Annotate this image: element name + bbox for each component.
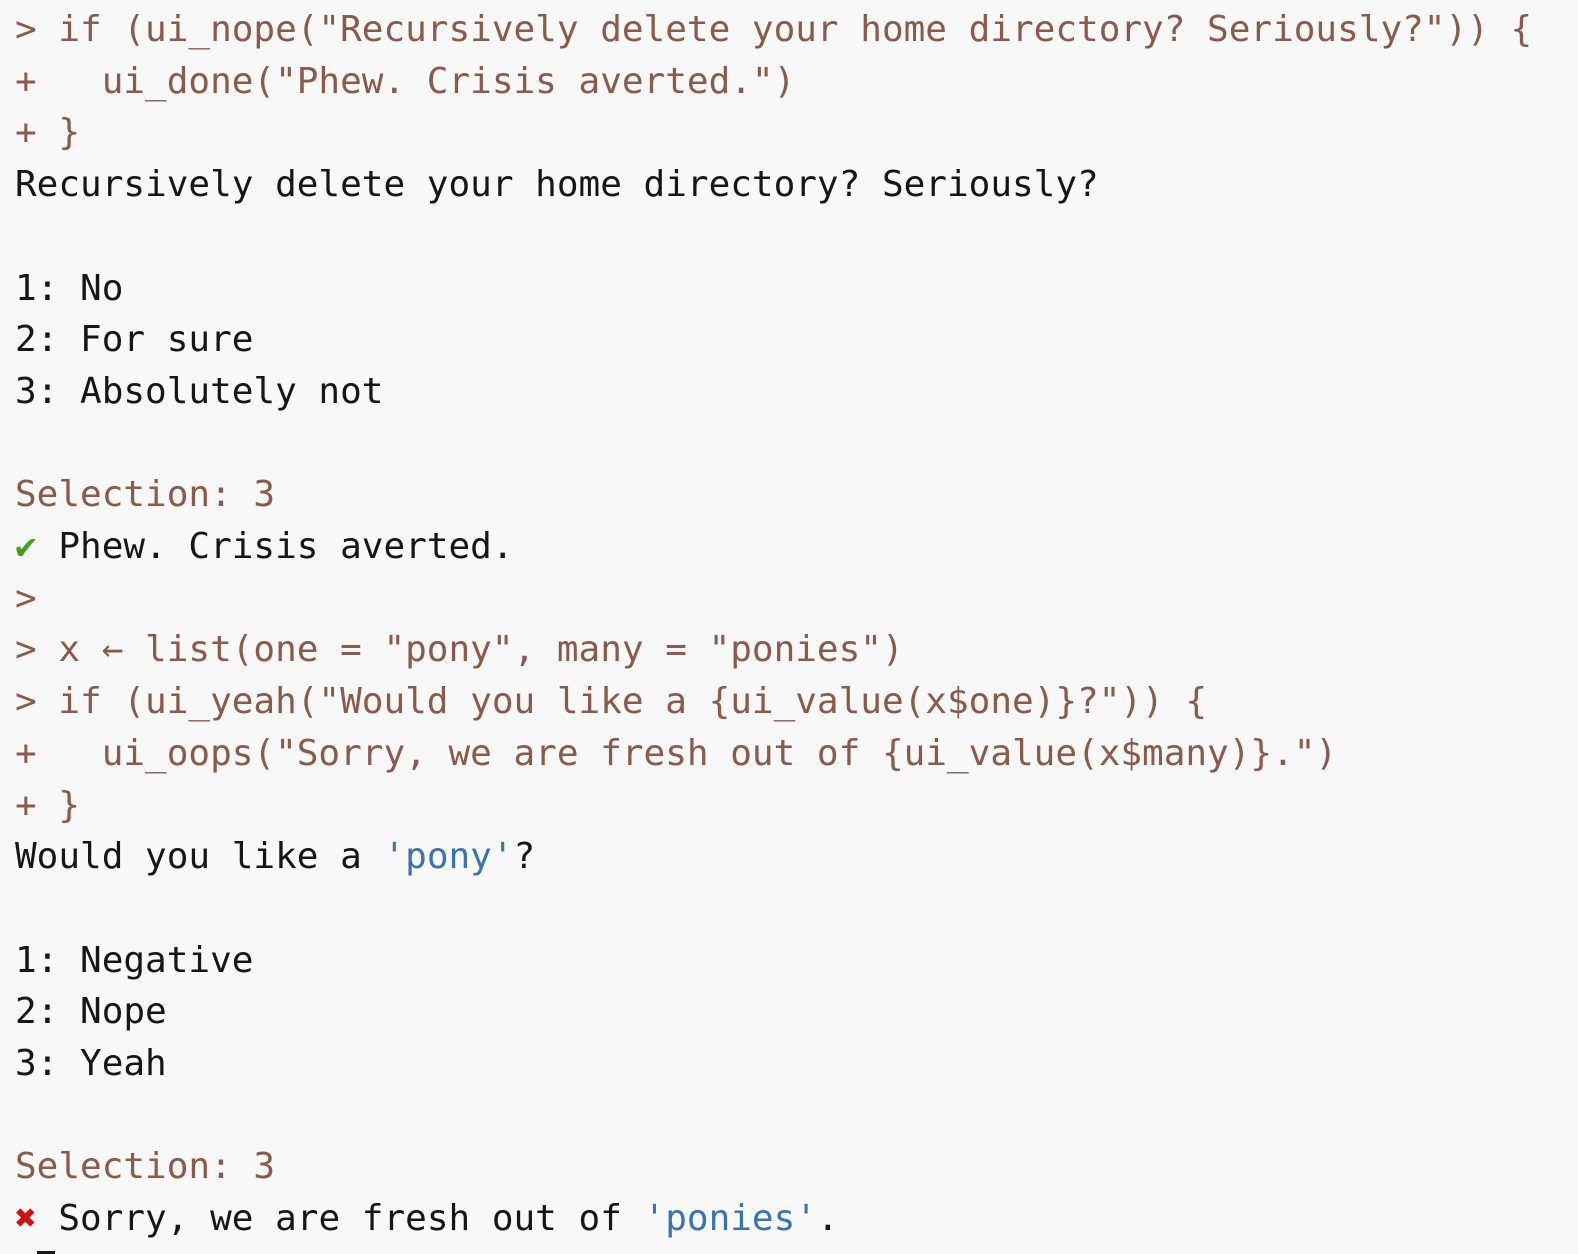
- console-input-text: + ui_oops("Sorry, we are fresh out of {u…: [15, 732, 1338, 774]
- console-line: > if (ui_nope("Recursively delete your h…: [15, 4, 1578, 56]
- console-input-text: >: [15, 577, 37, 619]
- console-line: [15, 1090, 1578, 1142]
- console-output-text: Would you like a: [15, 836, 384, 878]
- console-input-text: Selection: 3: [15, 474, 276, 516]
- console-line: > if (ui_yeah("Would you like a {ui_valu…: [15, 676, 1578, 728]
- console-line: 1: No: [15, 263, 1578, 315]
- success-check-icon: ✔: [15, 526, 37, 567]
- console-output-text: 2: For sure: [15, 319, 254, 361]
- console-input-text: + }: [15, 112, 81, 154]
- console-line: Selection: 3: [15, 469, 1578, 521]
- console-output-text: Sorry, we are fresh out of: [36, 1198, 644, 1240]
- text-cursor: [36, 1250, 55, 1254]
- console-line: + ui_oops("Sorry, we are fresh out of {u…: [15, 728, 1578, 780]
- console-line: 3: Yeah: [15, 1038, 1578, 1090]
- console-input-text: Selection: 3: [15, 1146, 276, 1188]
- console-line: Would you like a 'pony'?: [15, 831, 1578, 883]
- console-output-text: 1: Negative: [15, 939, 254, 981]
- console-line: [15, 418, 1578, 470]
- console-line: 2: For sure: [15, 314, 1578, 366]
- console-line: [15, 1245, 1578, 1254]
- console-line: [15, 883, 1578, 935]
- console-output-text: Recursively delete your home directory? …: [15, 164, 1099, 206]
- error-cross-icon: ✖: [15, 1198, 37, 1240]
- console-output-text: [15, 1250, 37, 1254]
- console-line: > x ← list(one = "pony", many = "ponies"…: [15, 624, 1578, 676]
- console-line: >: [15, 573, 1578, 625]
- console-line: 2: Nope: [15, 986, 1578, 1038]
- console-line: 3: Absolutely not: [15, 366, 1578, 418]
- console-input-text: + }: [15, 784, 81, 826]
- inline-value-text: 'pony': [383, 836, 514, 878]
- console-output-text: 1: No: [15, 267, 124, 309]
- console-line: + ui_done("Phew. Crisis averted."): [15, 56, 1578, 108]
- console-output-text: 3: Yeah: [15, 1043, 167, 1085]
- console-input-text: > x ← list(one = "pony", many = "ponies"…: [15, 629, 904, 671]
- console-line: Recursively delete your home directory? …: [15, 159, 1578, 211]
- console-output-text: 3: Absolutely not: [15, 370, 384, 412]
- console-output-text: ?: [513, 836, 536, 878]
- console-input-text: + ui_done("Phew. Crisis averted."): [15, 60, 796, 102]
- console-line: ✔ Phew. Crisis averted.: [15, 521, 1578, 573]
- inline-value-text: 'ponies': [643, 1198, 817, 1240]
- console-line: + }: [15, 107, 1578, 159]
- console-line: 1: Negative: [15, 935, 1578, 987]
- console-line: [15, 211, 1578, 263]
- console-line: + }: [15, 780, 1578, 832]
- console-input-text: > if (ui_nope("Recursively delete your h…: [15, 9, 1533, 50]
- console-output-text: .: [816, 1198, 839, 1240]
- console-line: Selection: 3: [15, 1141, 1578, 1193]
- console-output-text: 2: Nope: [15, 991, 167, 1033]
- console-line: ✖ Sorry, we are fresh out of 'ponies'.: [15, 1193, 1578, 1245]
- console-input-text: > if (ui_yeah("Would you like a {ui_valu…: [15, 681, 1208, 723]
- console-output-text: Phew. Crisis averted.: [36, 526, 514, 567]
